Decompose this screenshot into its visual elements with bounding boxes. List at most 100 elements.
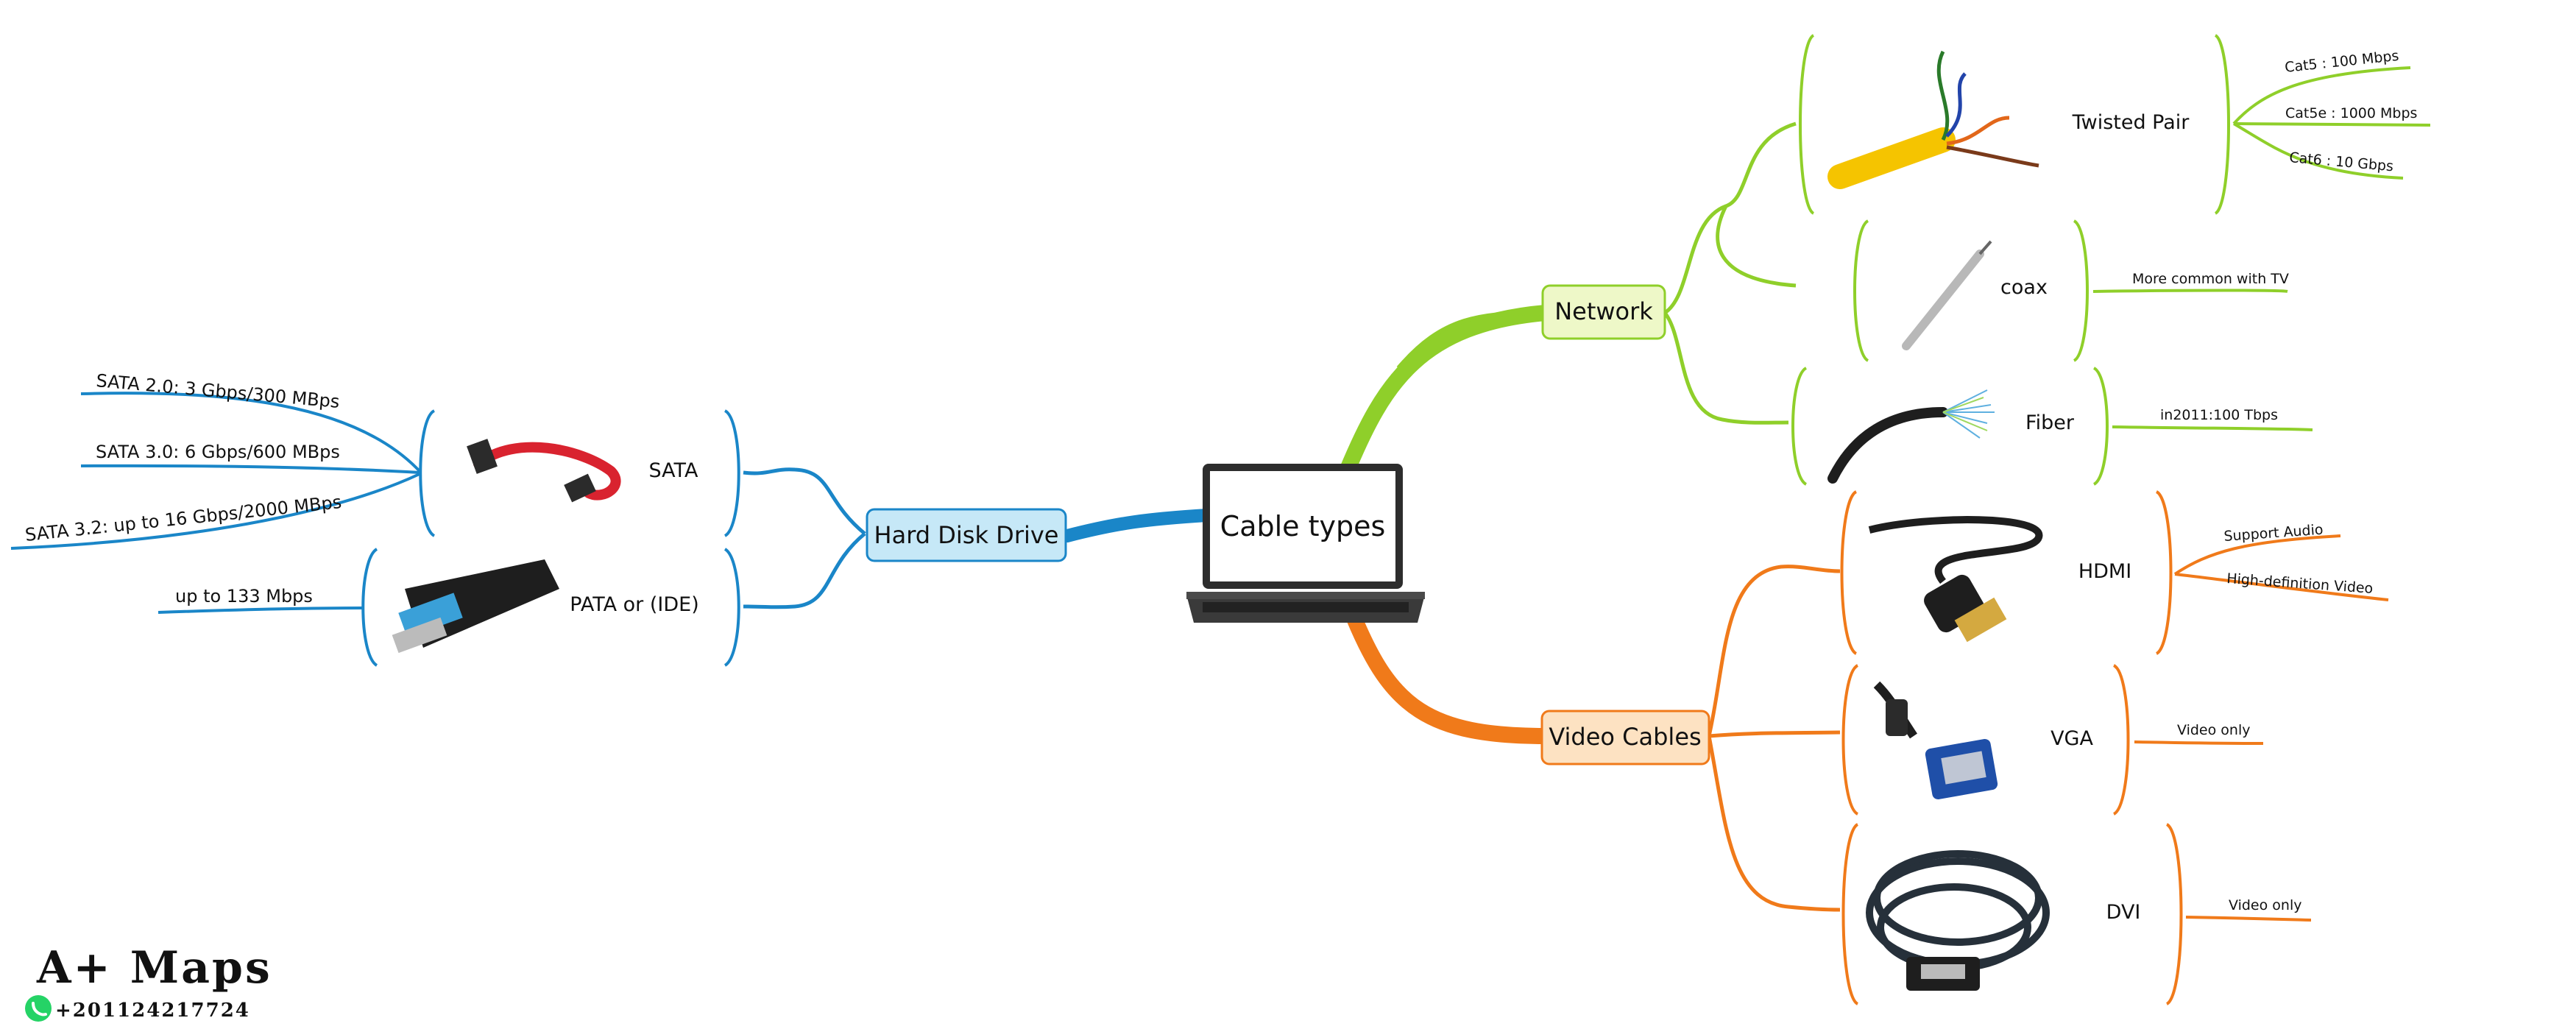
vga-bracket-right bbox=[2112, 664, 2130, 816]
dvi-cable-icon bbox=[1866, 850, 2050, 991]
hdmi-detail-1: Support Audio bbox=[2223, 522, 2324, 545]
tp-detail-2: Cat5e : 1000 Mbps bbox=[2285, 105, 2417, 121]
vga-detail-line-1 bbox=[2134, 740, 2264, 745]
coax-label: coax bbox=[2000, 276, 2048, 299]
twisted-pair-details: Cat5 : 100 Mbps Cat5e : 1000 Mbps Cat6 :… bbox=[2232, 48, 2431, 180]
dvi-detail-1: Video only bbox=[2229, 897, 2301, 913]
fiber-bracket-left bbox=[1791, 367, 1808, 486]
vga-details: Video only bbox=[2134, 722, 2264, 745]
sata-detail-1: SATA 2.0: 3 Gbps/300 MBps bbox=[95, 370, 340, 412]
dvi-bracket-right bbox=[2165, 823, 2183, 1005]
coax-detail-1: More common with TV bbox=[2132, 271, 2289, 287]
twisted-pair-node[interactable]: Twisted Pair bbox=[1799, 34, 2230, 215]
hdd-to-sata-connector bbox=[743, 467, 866, 535]
pata-details: up to 133 Mbps bbox=[158, 586, 363, 614]
fiber-node[interactable]: Fiber bbox=[1791, 367, 2109, 486]
video-to-hdmi-connector bbox=[1707, 565, 1841, 737]
dvi-label: DVI bbox=[2106, 901, 2141, 924]
pata-bracket-right bbox=[723, 548, 740, 667]
fiber-details: in2011:100 Tbps bbox=[2112, 407, 2313, 431]
vga-bracket-left bbox=[1841, 664, 1859, 816]
hdd-to-pata-connector bbox=[743, 532, 866, 609]
center-to-hdd-connector bbox=[1061, 509, 1214, 542]
center-to-video-connector bbox=[1346, 610, 1554, 744]
tp-detail-line-2 bbox=[2233, 122, 2431, 127]
pata-detail-1: up to 133 Mbps bbox=[175, 586, 313, 607]
branch-hdd: Hard Disk Drive SATA SATA 2.0: 3 Gbps/30… bbox=[10, 370, 1067, 667]
coax-bracket-left bbox=[1853, 219, 1869, 362]
vga-detail-1: Video only bbox=[2177, 722, 2250, 738]
brand-title: A+ Maps bbox=[36, 942, 272, 994]
center-to-network-connector bbox=[1339, 305, 1554, 479]
video-to-dvi-connector bbox=[1707, 735, 1841, 912]
dvi-details: Video only bbox=[2185, 897, 2312, 922]
sata-node[interactable]: SATA bbox=[419, 409, 740, 537]
network-label: Network bbox=[1554, 297, 1653, 325]
brand-phone: +201124217724 bbox=[55, 1000, 250, 1022]
hdmi-detail-line-2 bbox=[2174, 573, 2389, 601]
brand-block: A+ Maps +201124217724 bbox=[25, 942, 272, 1022]
hdd-label: Hard Disk Drive bbox=[874, 521, 1059, 549]
twisted-pair-bracket-left bbox=[1799, 34, 1815, 215]
coax-cable-icon bbox=[1902, 240, 1992, 350]
sata-details: SATA 2.0: 3 Gbps/300 MBps SATA 3.0: 6 Gb… bbox=[10, 370, 421, 550]
sata-label: SATA bbox=[649, 459, 698, 482]
vga-label: VGA bbox=[2050, 727, 2093, 750]
branch-video: Video Cables HDMI Support Audio High-def… bbox=[1540, 490, 2389, 1005]
sata-detail-2: SATA 3.0: 6 Gbps/600 MBps bbox=[96, 442, 340, 462]
fiber-detail-1: in2011:100 Tbps bbox=[2160, 407, 2278, 423]
network-to-fiber-connector bbox=[1663, 311, 1789, 425]
twisted-pair-cable-icon bbox=[1827, 50, 2039, 189]
video-to-vga-connector bbox=[1708, 730, 1841, 738]
sata-detail-line-2 bbox=[80, 464, 420, 474]
twisted-pair-bracket-right bbox=[2214, 34, 2230, 215]
dvi-detail-line-1 bbox=[2185, 916, 2312, 922]
fiber-bracket-right bbox=[2092, 367, 2109, 486]
whatsapp-icon bbox=[25, 995, 52, 1022]
hdmi-label: HDMI bbox=[2078, 560, 2131, 583]
coax-detail-line-1 bbox=[2092, 289, 2288, 293]
sata-detail-line-3 bbox=[10, 473, 420, 550]
sata-bracket-right bbox=[723, 409, 740, 537]
hdd-node[interactable]: Hard Disk Drive bbox=[866, 508, 1067, 562]
coax-details: More common with TV bbox=[2092, 271, 2289, 293]
hdmi-cable-icon bbox=[1868, 516, 2043, 643]
hdmi-details: Support Audio High-definition Video bbox=[2173, 522, 2389, 601]
video-label: Video Cables bbox=[1549, 723, 1701, 751]
coax-node[interactable]: coax bbox=[1853, 219, 2089, 362]
coax-bracket-right bbox=[2073, 219, 2089, 362]
laptop-icon bbox=[1186, 464, 1425, 623]
center-to-network-thin bbox=[1396, 311, 1546, 369]
hdmi-node[interactable]: HDMI bbox=[1840, 490, 2173, 655]
center-title: Cable types bbox=[1220, 510, 1386, 542]
pata-bracket-left bbox=[361, 548, 378, 667]
tp-detail-line-1 bbox=[2232, 66, 2411, 125]
fiber-cable-icon bbox=[1827, 389, 1995, 484]
vga-node[interactable]: VGA bbox=[1841, 664, 2130, 816]
tp-detail-line-3 bbox=[2232, 122, 2404, 180]
sata-cable-icon bbox=[467, 439, 621, 503]
dvi-bracket-left bbox=[1841, 823, 1859, 1005]
video-node[interactable]: Video Cables bbox=[1540, 710, 1710, 765]
center-node[interactable]: Cable types bbox=[1061, 305, 1554, 744]
tp-detail-1: Cat5 : 100 Mbps bbox=[2284, 48, 2399, 76]
sata-detail-3: SATA 3.2: up to 16 Gbps/2000 MBps bbox=[24, 492, 343, 545]
network-to-coax-connector bbox=[1716, 205, 1797, 288]
fiber-detail-line-1 bbox=[2112, 425, 2313, 431]
pata-label: PATA or (IDE) bbox=[570, 593, 698, 616]
twisted-pair-label: Twisted Pair bbox=[2072, 111, 2190, 134]
hdmi-bracket-left bbox=[1840, 490, 1858, 655]
fiber-label: Fiber bbox=[2025, 411, 2075, 434]
pata-node[interactable]: PATA or (IDE) bbox=[361, 548, 740, 667]
dvi-node[interactable]: DVI bbox=[1841, 823, 2183, 1005]
ribbon-cable-icon bbox=[392, 559, 559, 654]
hdmi-bracket-right bbox=[2155, 490, 2173, 655]
network-node[interactable]: Network bbox=[1541, 284, 1666, 340]
vga-cable-icon bbox=[1873, 681, 1998, 800]
sata-detail-line-1 bbox=[80, 392, 421, 473]
hdmi-detail-2: High-definition Video bbox=[2226, 570, 2374, 597]
branch-network: Network Twisted Pair Cat5 : 100 Mbps Cat… bbox=[1541, 34, 2431, 486]
pata-detail-line-1 bbox=[158, 607, 363, 614]
hdmi-detail-line-1 bbox=[2173, 534, 2341, 576]
